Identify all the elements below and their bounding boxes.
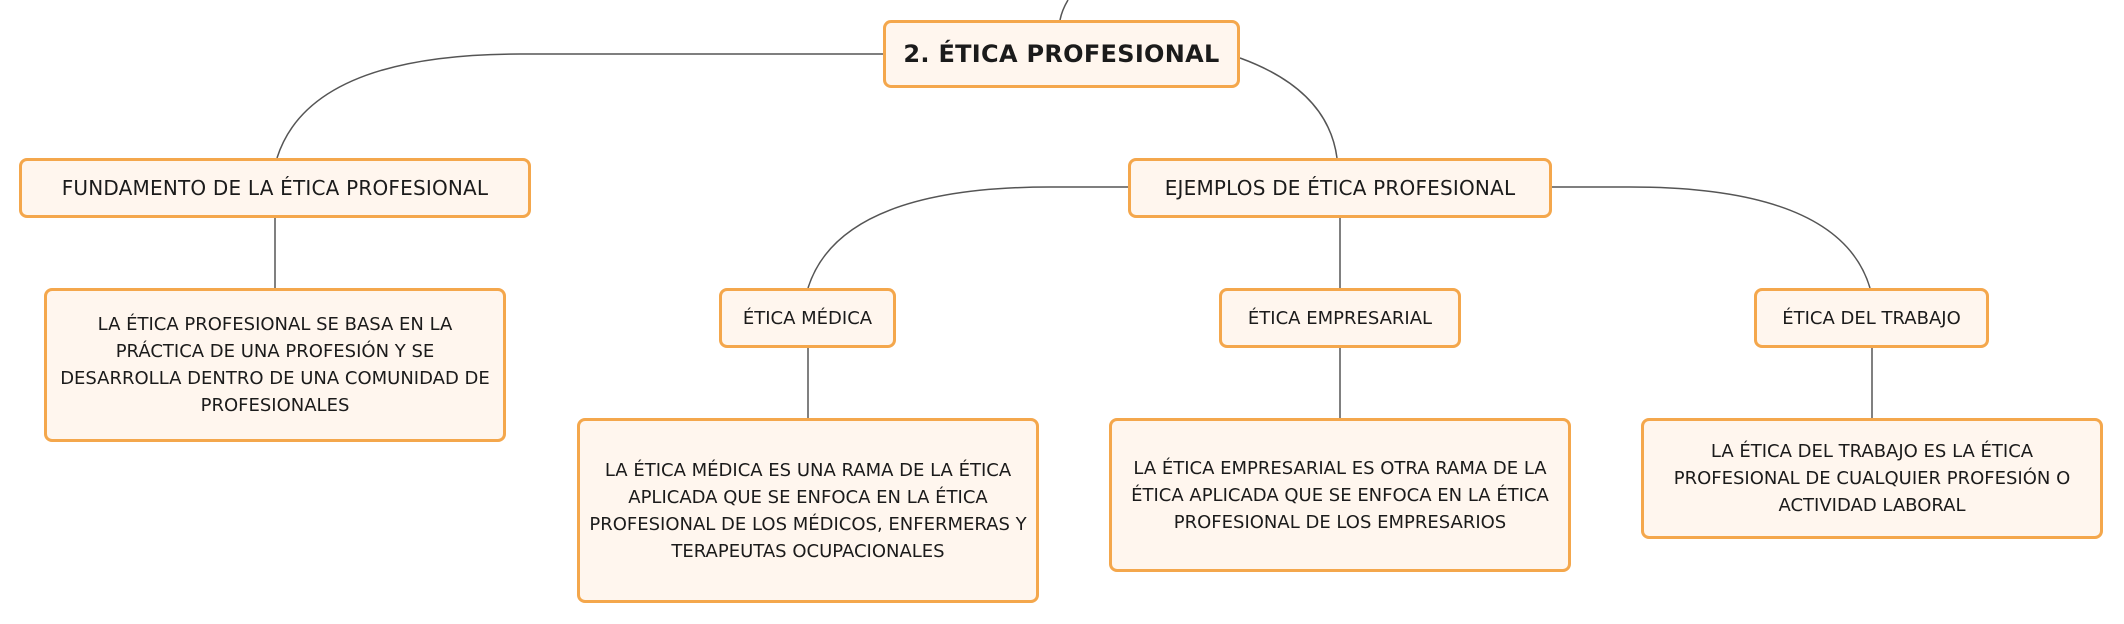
etica-empresarial-node[interactable]: ÉTICA EMPRESARIAL <box>1219 288 1461 348</box>
etica-medica-description-node[interactable]: LA ÉTICA MÉDICA ES UNA RAMA DE LA ÉTICA … <box>577 418 1039 603</box>
etica-medica-label: ÉTICA MÉDICA <box>742 307 873 329</box>
connector-ejemplos-to-medica <box>807 186 1128 289</box>
connector-root-to-ejemplos <box>1239 57 1338 159</box>
etica-empresarial-description-text: LA ÉTICA EMPRESARIAL ES OTRA RAMA DE LA … <box>1131 457 1549 533</box>
ejemplos-node-label: EJEMPLOS DE ÉTICA PROFESIONAL <box>1164 176 1516 200</box>
connector-parent-to-root <box>1059 0 1069 21</box>
root-node-label: 2. ÉTICA PROFESIONAL <box>903 40 1220 68</box>
etica-trabajo-description-node[interactable]: LA ÉTICA DEL TRABAJO ES LA ÉTICA PROFESI… <box>1641 418 2103 539</box>
fundamento-description-node[interactable]: LA ÉTICA PROFESIONAL SE BASA EN LA PRÁCT… <box>44 288 506 442</box>
ejemplos-node[interactable]: EJEMPLOS DE ÉTICA PROFESIONAL <box>1128 158 1552 218</box>
fundamento-node[interactable]: FUNDAMENTO DE LA ÉTICA PROFESIONAL <box>19 158 531 218</box>
connector-root-to-fundamento <box>276 53 883 159</box>
etica-trabajo-label: ÉTICA DEL TRABAJO <box>1782 307 1961 329</box>
etica-empresarial-label: ÉTICA EMPRESARIAL <box>1247 307 1433 329</box>
etica-medica-description-text: LA ÉTICA MÉDICA ES UNA RAMA DE LA ÉTICA … <box>589 459 1027 562</box>
etica-empresarial-description-node[interactable]: LA ÉTICA EMPRESARIAL ES OTRA RAMA DE LA … <box>1109 418 1571 572</box>
fundamento-node-label: FUNDAMENTO DE LA ÉTICA PROFESIONAL <box>61 176 489 200</box>
etica-medica-node[interactable]: ÉTICA MÉDICA <box>719 288 896 348</box>
etica-trabajo-description-text: LA ÉTICA DEL TRABAJO ES LA ÉTICA PROFESI… <box>1673 441 2071 516</box>
fundamento-description-text: LA ÉTICA PROFESIONAL SE BASA EN LA PRÁCT… <box>60 314 490 416</box>
connector-ejemplos-to-trabajo <box>1552 186 1871 289</box>
etica-trabajo-node[interactable]: ÉTICA DEL TRABAJO <box>1754 288 1989 348</box>
root-node[interactable]: 2. ÉTICA PROFESIONAL <box>883 20 1240 88</box>
